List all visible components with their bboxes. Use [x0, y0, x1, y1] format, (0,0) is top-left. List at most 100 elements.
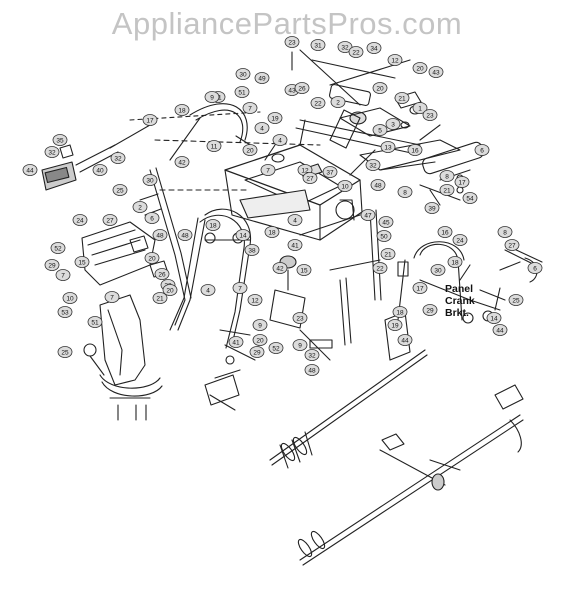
callout-9: 30 — [235, 68, 251, 80]
callout-36: 20 — [242, 144, 258, 156]
callout-26: 4 — [254, 122, 270, 134]
callout-55: 25 — [112, 184, 128, 196]
callout-number: 7 — [110, 294, 114, 301]
callout-75: 38 — [244, 244, 260, 256]
callout-number: 20 — [376, 85, 384, 92]
callout-number: 48 — [308, 367, 316, 374]
callout-44: 8 — [397, 186, 413, 198]
callout-97: 50 — [376, 230, 392, 242]
callout-number: 29 — [48, 262, 56, 269]
callout-number: 14 — [490, 315, 498, 322]
callout-113: 19 — [387, 319, 403, 331]
callout-38: 7 — [260, 164, 276, 176]
callout-number: 20 — [416, 65, 424, 72]
callout-number: 21 — [443, 187, 451, 194]
panel-crank-bracket-label: Panel Crank Brkt. — [445, 283, 475, 319]
callout-number: 32 — [369, 162, 377, 169]
callout-number: 35 — [56, 137, 64, 144]
callout-12: 22 — [310, 97, 326, 109]
callout-56: 2 — [132, 201, 148, 213]
callout-number: 10 — [341, 183, 349, 190]
callout-number: 43 — [432, 69, 440, 76]
callout-number: 15 — [300, 267, 308, 274]
callout-47: 16 — [407, 144, 423, 156]
callout-number: 37 — [326, 169, 334, 176]
callout-73: 15 — [296, 264, 312, 276]
callout-number: 4 — [293, 217, 297, 224]
callout-112: 18 — [392, 306, 408, 318]
callout-31: 40 — [92, 164, 108, 176]
callout-111: 44 — [492, 324, 508, 336]
callout-number: 24 — [456, 237, 464, 244]
long-rods — [269, 349, 524, 566]
callout-3: 32 — [337, 41, 353, 53]
callout-number: 44 — [496, 327, 504, 334]
callout-17: 3 — [385, 118, 401, 130]
callout-number: 51 — [91, 319, 99, 326]
callout-1: 23 — [284, 36, 300, 48]
bottom-bracket — [204, 369, 241, 411]
callout-number: 21 — [156, 295, 164, 302]
callout-89: 12 — [247, 294, 263, 306]
callout-number: 27 — [106, 217, 114, 224]
callout-82: 51 — [87, 316, 103, 328]
callout-number: 7 — [248, 105, 252, 112]
callout-number: 32 — [48, 149, 56, 156]
callout-number: 3 — [391, 121, 395, 128]
callout-number: 17 — [416, 285, 424, 292]
callout-number: 6 — [480, 147, 484, 154]
callout-number: 29 — [426, 307, 434, 314]
upper-handle — [129, 103, 321, 191]
annotation-line-1: Panel — [445, 283, 474, 295]
callout-77: 20 — [162, 284, 178, 296]
callout-50: 21 — [439, 184, 455, 196]
callout-number: 4 — [260, 125, 264, 132]
callout-30: 44 — [22, 164, 38, 176]
callout-74: 42 — [272, 262, 288, 274]
callout-number: 34 — [370, 45, 378, 52]
callout-number: 47 — [364, 212, 372, 219]
callout-15: 20 — [372, 82, 388, 94]
callout-5: 34 — [366, 42, 382, 54]
callout-number: 26 — [158, 271, 166, 278]
callout-number: 52 — [54, 245, 62, 252]
callout-87: 20 — [252, 334, 268, 346]
callout-number: 41 — [232, 339, 240, 346]
callout-7: 20 — [412, 62, 428, 74]
callout-8: 43 — [428, 66, 444, 78]
callout-number: 20 — [246, 147, 254, 154]
callout-99: 22 — [372, 262, 388, 274]
callout-number: 15 — [78, 259, 86, 266]
callout-number: 20 — [256, 337, 264, 344]
callout-91: 29 — [249, 346, 265, 358]
callout-number: 18 — [268, 229, 276, 236]
callout-109: 25 — [508, 294, 524, 306]
callout-number: 12 — [301, 167, 309, 174]
annotation-line-2: Crank — [445, 295, 475, 307]
callout-67: 48 — [177, 229, 193, 241]
callout-100: 16 — [437, 226, 453, 238]
callout-40: 37 — [322, 166, 338, 178]
callout-115: 25 — [57, 346, 73, 358]
headlight — [41, 124, 151, 191]
center-linkage — [269, 199, 382, 361]
callout-number: 52 — [272, 345, 280, 352]
callout-number: 18 — [451, 259, 459, 266]
callout-6: 12 — [387, 54, 403, 66]
callout-24: 51 — [234, 86, 250, 98]
callout-85: 9 — [292, 339, 308, 351]
callout-number: 9 — [298, 342, 302, 349]
callout-number: 22 — [314, 100, 322, 107]
callout-number: 21 — [398, 95, 406, 102]
callout-108: 6 — [527, 262, 543, 274]
callout-number: 53 — [61, 309, 69, 316]
callout-number: 38 — [248, 247, 256, 254]
callout-92: 52 — [268, 342, 284, 354]
callout-2: 31 — [310, 39, 326, 51]
callout-94: 48 — [304, 364, 320, 376]
callout-86: 9 — [252, 319, 268, 331]
callout-number: 30 — [146, 177, 154, 184]
callout-81: 53 — [57, 306, 73, 318]
callout-20: 23 — [422, 109, 438, 121]
callout-number: 21 — [384, 251, 392, 258]
